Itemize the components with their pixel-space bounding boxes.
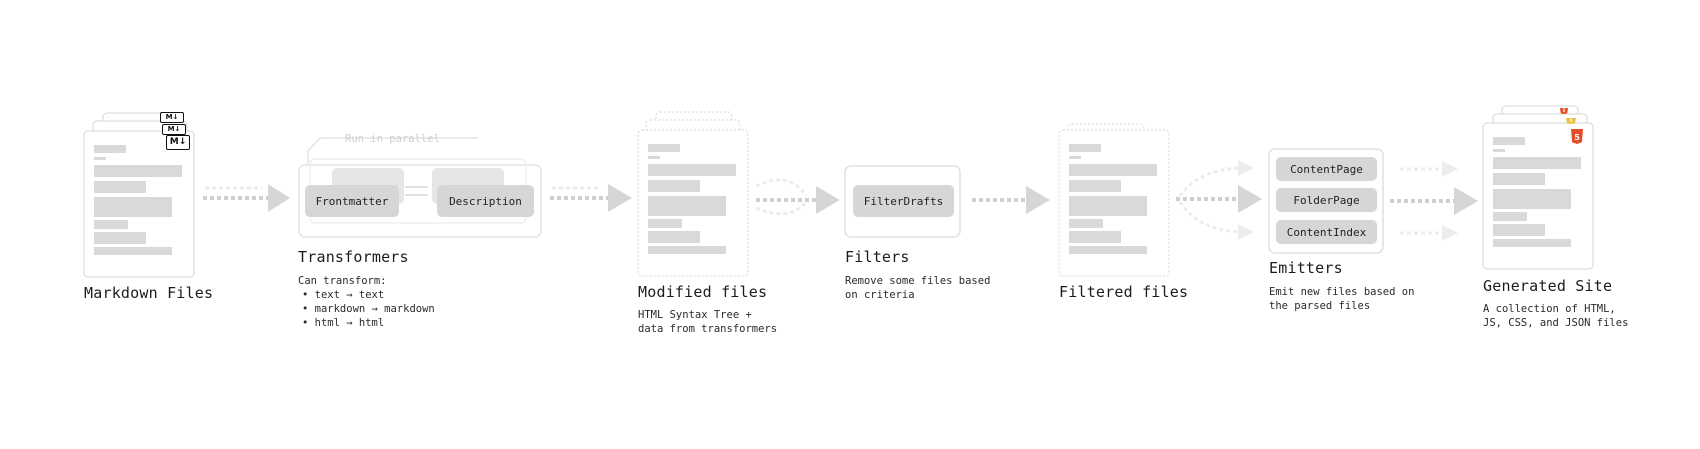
arrow-markdown-to-transformers [203,184,290,212]
transformers-desc-heading: Can transform: [298,275,387,287]
filtered-doc-stack [1058,123,1170,277]
plugin-folderpage: FolderPage [1276,188,1377,212]
plugin-filterdrafts: FilterDrafts [853,185,954,217]
html5-icon: 5 [1571,129,1583,144]
arrow-transformers-to-modified [550,184,632,212]
emitters-title: Emitters [1269,259,1343,277]
modified-doc-stack [637,111,749,277]
modified-files-title: Modified files [638,283,768,301]
generated-site-desc-line: JS, CSS, and JSON files [1483,317,1629,329]
transformers-desc-item: • markdown → markdown [302,303,435,315]
plugin-frontmatter: Frontmatter [305,185,399,217]
markdown-doc-stack [83,112,195,278]
html5-icon: 5 [1560,108,1568,114]
plugin-contentindex: ContentIndex [1276,220,1377,244]
filters-title: Filters [845,248,910,266]
transformers-desc-item: • text → text [302,289,385,301]
run-in-parallel-label: Run in parallel [345,133,440,145]
plugin-contentpage: ContentPage [1276,157,1377,181]
emitters-desc-line: the parsed files [1269,300,1371,312]
arrow-filtered-to-emitters [1176,160,1262,240]
modified-files-desc-line: HTML Syntax Tree + [638,309,752,321]
generated-site-title: Generated Site [1483,277,1613,295]
transformers-desc-item: • html → html [302,317,385,329]
arrow-filters-to-filtered [972,186,1050,214]
filters-desc-line: Remove some files based [845,275,991,287]
generated-site-desc-line: A collection of HTML, [1483,303,1616,315]
markdown-icon: M↓ [166,135,190,150]
markdown-icon: M↓ [160,112,184,123]
html5-icon: 5 [1566,118,1576,124]
filters-desc-line: on criteria [845,289,915,301]
arrow-emitters-to-generated [1390,161,1478,241]
markdown-icon: M↓ [162,124,186,135]
arrow-modified-to-filters [755,178,840,216]
transformers-title: Transformers [298,248,409,266]
markdown-files-title: Markdown Files [84,284,214,302]
filtered-files-title: Filtered files [1059,283,1189,301]
modified-files-desc-line: data from transformers [638,323,778,335]
emitters-desc-line: Emit new files based on [1269,286,1415,298]
generated-doc-stack [1482,105,1594,270]
plugin-description: Description [437,185,534,217]
